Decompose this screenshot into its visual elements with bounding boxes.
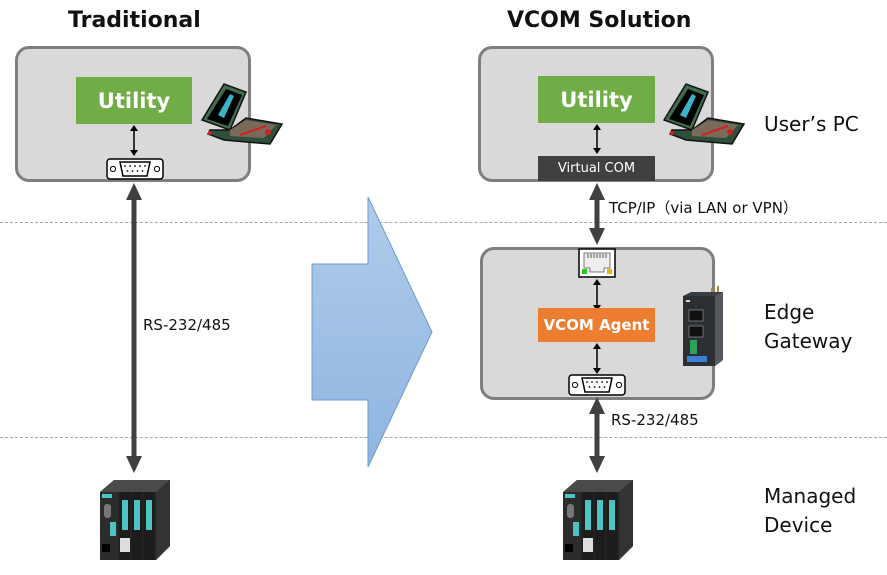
traditional-serial-port-icon — [106, 158, 164, 180]
tier-divider-top — [0, 222, 887, 223]
managed-device-label-line2: Device — [764, 513, 833, 537]
managed-device-label-line1: Managed — [764, 484, 857, 508]
traditional-link-label: RS-232/485 — [143, 316, 231, 334]
edge-gateway-label: Edge Gateway — [764, 298, 852, 356]
ethernet-port-icon — [578, 248, 616, 278]
gateway-link-label: RS-232/485 — [611, 411, 699, 429]
virtual-com-box: Virtual COM — [538, 156, 655, 181]
traditional-utility-box: Utility — [76, 77, 192, 124]
traditional-title: Traditional — [68, 8, 201, 33]
tier-divider-bottom — [0, 437, 887, 438]
laptop-icon — [200, 83, 284, 145]
edge-gateway-label-line2: Gateway — [764, 329, 853, 353]
gateway-serial-port-icon — [568, 374, 626, 396]
plc-device-icon — [563, 480, 633, 560]
managed-device-label: Managed Device — [764, 482, 856, 540]
vcom-agent-box: VCOM Agent — [538, 308, 655, 342]
laptop-icon — [662, 83, 746, 145]
vcom-solution-title: VCOM Solution — [507, 8, 692, 33]
users-pc-label: User’s PC — [764, 112, 859, 136]
plc-device-icon — [100, 480, 170, 560]
edge-gateway-device-icon — [683, 286, 723, 366]
edge-gateway-label-line1: Edge — [764, 300, 815, 324]
vcom-utility-box: Utility — [538, 76, 655, 123]
tcpip-link-label: TCP/IP（via LAN or VPN） — [609, 199, 798, 217]
